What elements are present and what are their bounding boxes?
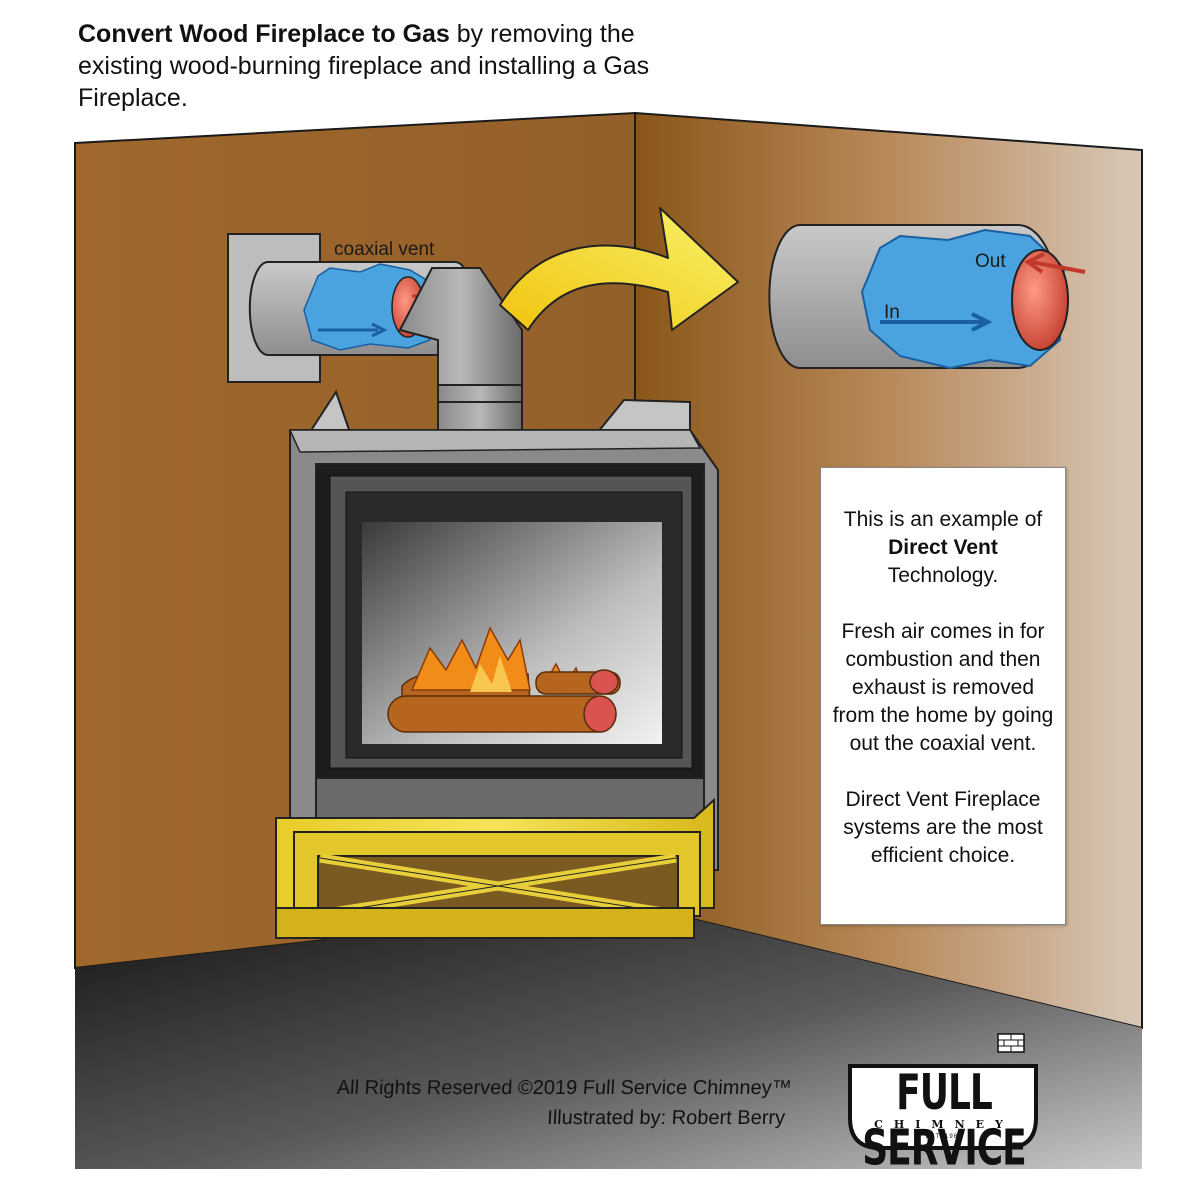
copyright-line: All Rights Reserved ©2019 Full Service C… xyxy=(336,1077,793,1099)
out-label: Out xyxy=(975,251,1006,272)
logo-badge xyxy=(848,1064,1038,1150)
info-line1: This is an example of xyxy=(843,508,1043,531)
page-title: Convert Wood Fireplace to Gas by removin… xyxy=(78,18,718,114)
wooden-base xyxy=(275,797,715,939)
in-label: In xyxy=(884,302,900,323)
info-intro: This is an example of Direct Vent Techno… xyxy=(821,506,1065,590)
full-service-chimney-logo: FULL SERVICE CHIMNEY EST. 1987 xyxy=(846,1052,1042,1177)
chimney-brick-icon xyxy=(997,1033,1025,1053)
info-box: This is an example of Direct Vent Techno… xyxy=(820,467,1066,925)
info-para2: Fresh air comes in for combustion and th… xyxy=(832,620,1054,755)
coaxial-vent-pipe xyxy=(227,233,523,438)
illustrator-line: Illustrated by: Robert Berry xyxy=(546,1107,786,1129)
curved-arrow xyxy=(499,207,739,331)
logo-name: FULL SERVICE xyxy=(862,1066,1027,1177)
logo-sub: CHIMNEY xyxy=(874,1118,1014,1131)
gas-fireplace xyxy=(288,389,719,871)
coaxial-vent-cutaway xyxy=(768,224,1086,370)
coaxial-vent-label: coaxial vent xyxy=(334,239,435,260)
info-para3: Direct Vent Fireplace systems are the mo… xyxy=(843,788,1043,867)
title-bold: Convert Wood Fireplace to Gas xyxy=(78,20,450,48)
credits: All Rights Reserved ©2019 Full Service C… xyxy=(334,1073,837,1133)
info-line2: Direct Vent xyxy=(888,536,998,559)
logo-est: EST. 1987 xyxy=(925,1134,963,1140)
title-rest: by removing the existing wood-burning fi… xyxy=(78,20,650,112)
info-line3: Technology. xyxy=(887,564,999,587)
